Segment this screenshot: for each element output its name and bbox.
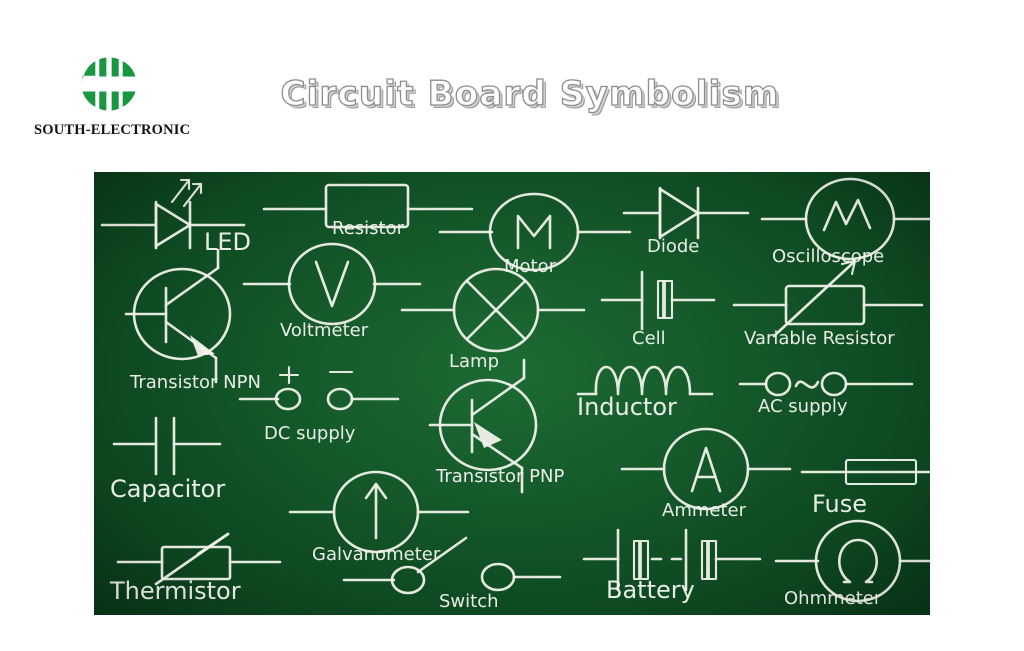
dc-supply-symbol-icon (238, 365, 400, 411)
resistor-symbol-icon (262, 183, 474, 229)
battery-symbol-icon (582, 528, 762, 592)
slide-header: SOUTH-ELECTRONIC Circuit Board Symbolism (0, 0, 1024, 160)
led-symbol-icon (100, 178, 246, 250)
transistor-npn-symbol-icon (124, 248, 232, 384)
cell-symbol-icon (600, 270, 716, 331)
chalkboard: LED Resistor Motor Diode Oscilloscope Tr… (94, 172, 930, 615)
symbol-label-oscilloscope: Oscilloscope (772, 246, 884, 267)
ohmmeter-symbol-icon (774, 519, 930, 603)
symbol-label-ac-supply: AC supply (758, 396, 848, 417)
symbol-label-resistor: Resistor (332, 218, 405, 239)
motor-symbol-icon (438, 192, 632, 272)
symbol-label-led: LED (204, 228, 251, 256)
symbol-label-ammeter: Ammeter (662, 500, 747, 521)
symbol-label-battery: Battery (606, 576, 695, 604)
symbol-label-cell: Cell (632, 328, 666, 349)
capacitor-symbol-icon (112, 416, 222, 476)
symbol-label-lamp: Lamp (449, 351, 499, 372)
voltmeter-symbol-icon (242, 242, 422, 326)
symbol-label-motor: Motor (504, 256, 557, 277)
symbol-label-transistor-npn: Transistor NPN (129, 372, 261, 393)
chalk-drawings: LED Resistor Motor Diode Oscilloscope Tr… (94, 172, 930, 615)
variable-resistor-symbol-icon (732, 259, 924, 338)
ammeter-symbol-icon (620, 427, 792, 511)
switch-symbol-icon (342, 536, 562, 595)
inductor-symbol-icon (576, 365, 714, 396)
symbol-label-diode: Diode (647, 236, 699, 257)
page-title: Circuit Board Symbolism (280, 73, 780, 114)
brand-logo: SOUTH-ELECTRONIC (34, 48, 191, 139)
fuse-symbol-icon (800, 458, 930, 486)
symbol-label-voltmeter: Voltmeter (280, 320, 369, 341)
symbol-label-switch: Switch (439, 591, 499, 612)
galvanometer-symbol-icon (288, 470, 470, 554)
symbol-label-variable-resistor: Variable Resistor (744, 328, 895, 349)
chalkboard-surface: LED Resistor Motor Diode Oscilloscope Tr… (94, 172, 930, 615)
symbol-label-dc-supply: DC supply (264, 423, 356, 444)
brand-wordmark: SOUTH-ELECTRONIC (34, 122, 191, 138)
symbol-label-inductor: Inductor (577, 393, 677, 421)
lamp-symbol-icon (400, 267, 586, 353)
symbol-label-ohmmeter: Ohmmeter (784, 588, 882, 609)
symbol-label-transistor-pnp: Transistor PNP (435, 466, 564, 487)
thermistor-symbol-icon (116, 532, 282, 586)
ac-supply-symbol-icon (738, 371, 914, 397)
transistor-pnp-symbol-icon (428, 358, 538, 494)
symbol-label-thermistor: Thermistor (109, 577, 241, 605)
symbol-label-capacitor: Capacitor (110, 475, 225, 503)
symbol-label-galvanometer: Galvanometer (312, 544, 441, 565)
oscilloscope-symbol-icon (760, 177, 930, 261)
south-electronic-monogram-icon (82, 57, 136, 111)
symbol-label-fuse: Fuse (812, 490, 867, 518)
diode-symbol-icon (622, 186, 750, 240)
